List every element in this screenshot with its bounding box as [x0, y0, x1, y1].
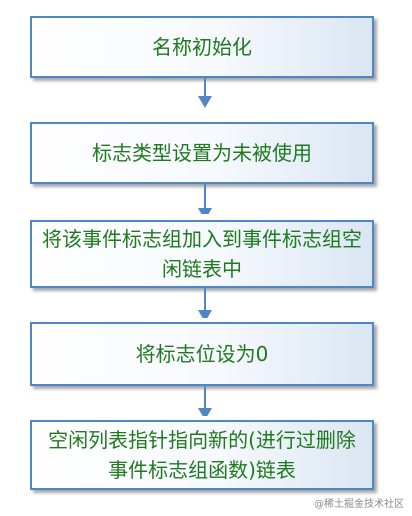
arrow-2-icon	[198, 184, 212, 214]
step-1-label: 名称初始化	[152, 35, 252, 59]
step-4-label: 将标志位设为0	[135, 342, 269, 366]
step-2-label: 标志类型设置为未被使用	[92, 141, 312, 165]
step-1-box: 名称初始化	[30, 16, 374, 78]
step-5-label: 空闲列表指针指向新的(进行过删除事件标志组函数)链表	[48, 428, 356, 482]
arrow-4-icon	[198, 386, 212, 416]
watermark: @稀土掘金技术社区	[314, 499, 404, 510]
step-4-box: 将标志位设为0	[30, 322, 374, 386]
arrow-3-icon	[198, 288, 212, 318]
arrow-1-icon	[198, 78, 212, 108]
step-3-box: 将该事件标志组加入到事件标志组空闲链表中	[30, 220, 374, 288]
step-2-box: 标志类型设置为未被使用	[30, 122, 374, 184]
step-5-box: 空闲列表指针指向新的(进行过删除事件标志组函数)链表	[30, 420, 374, 490]
step-3-label: 将该事件标志组加入到事件标志组空闲链表中	[42, 227, 362, 281]
